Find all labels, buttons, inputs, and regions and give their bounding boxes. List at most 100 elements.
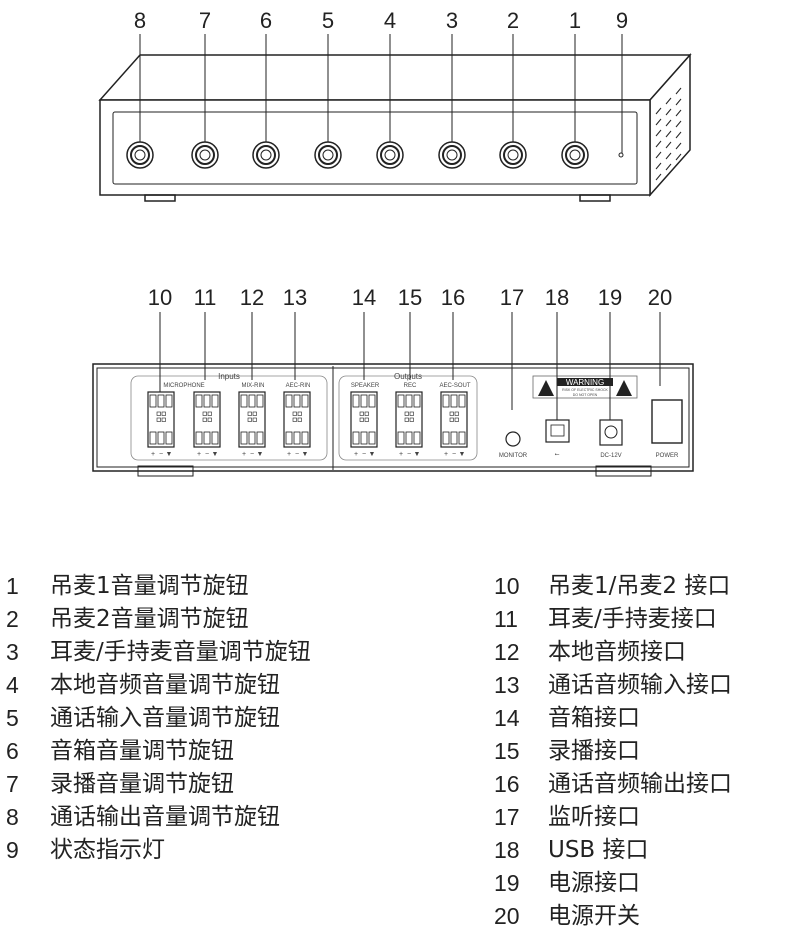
volume-knob[interactable]	[438, 141, 466, 169]
dc-label: DC-12V	[600, 453, 621, 459]
vent-slot	[655, 162, 662, 170]
legend-number: 19	[494, 870, 520, 896]
usb-port[interactable]	[545, 419, 570, 443]
legend-number: 4	[6, 672, 19, 698]
volume-knob[interactable]	[499, 141, 527, 169]
callout-number: 15	[398, 285, 422, 310]
legend-number: 2	[6, 606, 19, 632]
legend-number: 6	[6, 738, 19, 764]
vent-slot	[655, 151, 662, 159]
pin-label: +	[197, 451, 201, 458]
legend-number: 11	[494, 606, 518, 632]
legend-number: 7	[6, 771, 19, 797]
vent-slot	[655, 140, 662, 148]
legend-text: 音箱接口	[548, 705, 640, 731]
vent-slot	[675, 98, 682, 106]
terminal-block[interactable]	[193, 391, 221, 448]
terminal-block[interactable]	[238, 391, 266, 448]
power-switch[interactable]	[651, 399, 683, 444]
pin-label: +	[287, 451, 291, 458]
vent-slot	[665, 152, 672, 160]
legend-number: 15	[494, 738, 520, 764]
terminal-block[interactable]	[395, 391, 423, 448]
pin-label: +	[444, 451, 448, 458]
pin-label: −	[295, 451, 299, 458]
connector-label: MICROPHONE	[163, 383, 204, 389]
connector-label: SPEAKER	[351, 383, 380, 389]
vent-slot	[655, 107, 662, 115]
legend-text: 监听接口	[548, 804, 640, 830]
pin-label: +	[354, 451, 358, 458]
vent-slot	[665, 141, 672, 149]
pin-label: ▼	[212, 451, 219, 458]
callout-number: 2	[507, 8, 519, 33]
volume-knob[interactable]	[126, 141, 154, 169]
monitor-jack[interactable]	[505, 431, 521, 447]
vent-slot	[675, 120, 682, 128]
volume-knob[interactable]	[314, 141, 342, 169]
legend-item: 9 状态指示灯	[6, 834, 311, 867]
terminal-block[interactable]	[350, 391, 378, 448]
pin-label: ▼	[369, 451, 376, 458]
power-label: POWER	[656, 453, 679, 459]
callout-number: 8	[134, 8, 146, 33]
dc-jack[interactable]	[599, 419, 623, 446]
legend-item: 10 吊麦1/吊麦2 接口	[494, 570, 732, 603]
vent-slot	[655, 118, 662, 126]
legend-text: 通话音频输出接口	[548, 771, 732, 797]
svg-text:RISK OF ELECTRIC SHOCK: RISK OF ELECTRIC SHOCK	[562, 388, 608, 392]
volume-knob[interactable]	[252, 141, 280, 169]
vent-slot	[665, 108, 672, 116]
volume-knob[interactable]	[376, 141, 404, 169]
pin-label: −	[250, 451, 254, 458]
legend-number: 10	[494, 573, 520, 599]
callout-number: 20	[648, 285, 672, 310]
legend-text: USB 接口	[548, 837, 649, 863]
legend-number: 12	[494, 639, 520, 665]
legend-text: 吊麦2音量调节旋钮	[50, 606, 249, 632]
inputs-label: Inputs	[218, 372, 240, 381]
legend-text: 通话输入音量调节旋钮	[50, 705, 280, 731]
callout-number: 18	[545, 285, 569, 310]
terminal-block[interactable]	[440, 391, 468, 448]
legend-number: 3	[6, 639, 19, 665]
legend-item: 5 通话输入音量调节旋钮	[6, 702, 311, 735]
terminal-block[interactable]	[147, 391, 175, 448]
pin-label: +	[151, 451, 155, 458]
legend-text: 通话输出音量调节旋钮	[50, 804, 280, 830]
terminal-block[interactable]	[283, 391, 311, 448]
legend-text: 状态指示灯	[50, 837, 165, 863]
vent-slot	[655, 173, 662, 181]
callout-number: 14	[352, 285, 376, 310]
connector-label: AEC-SOUT	[439, 383, 470, 389]
legend-item: 2 吊麦2音量调节旋钮	[6, 603, 311, 636]
outputs-label: Outputs	[394, 372, 422, 381]
callout-number: 9	[616, 8, 628, 33]
callout-number: 10	[148, 285, 172, 310]
legend-text: 吊麦1/吊麦2 接口	[548, 573, 731, 599]
pin-label: −	[159, 451, 163, 458]
pin-label: −	[452, 451, 456, 458]
volume-knob[interactable]	[561, 141, 589, 169]
connector-label: REC	[404, 383, 417, 389]
volume-knob[interactable]	[191, 141, 219, 169]
pin-label: +	[242, 451, 246, 458]
legend-number: 9	[6, 837, 19, 863]
usb-icon: ⭠	[555, 452, 560, 458]
legend-number: 5	[6, 705, 19, 731]
vent-slot	[665, 97, 672, 105]
legend-number: 1	[6, 573, 19, 599]
